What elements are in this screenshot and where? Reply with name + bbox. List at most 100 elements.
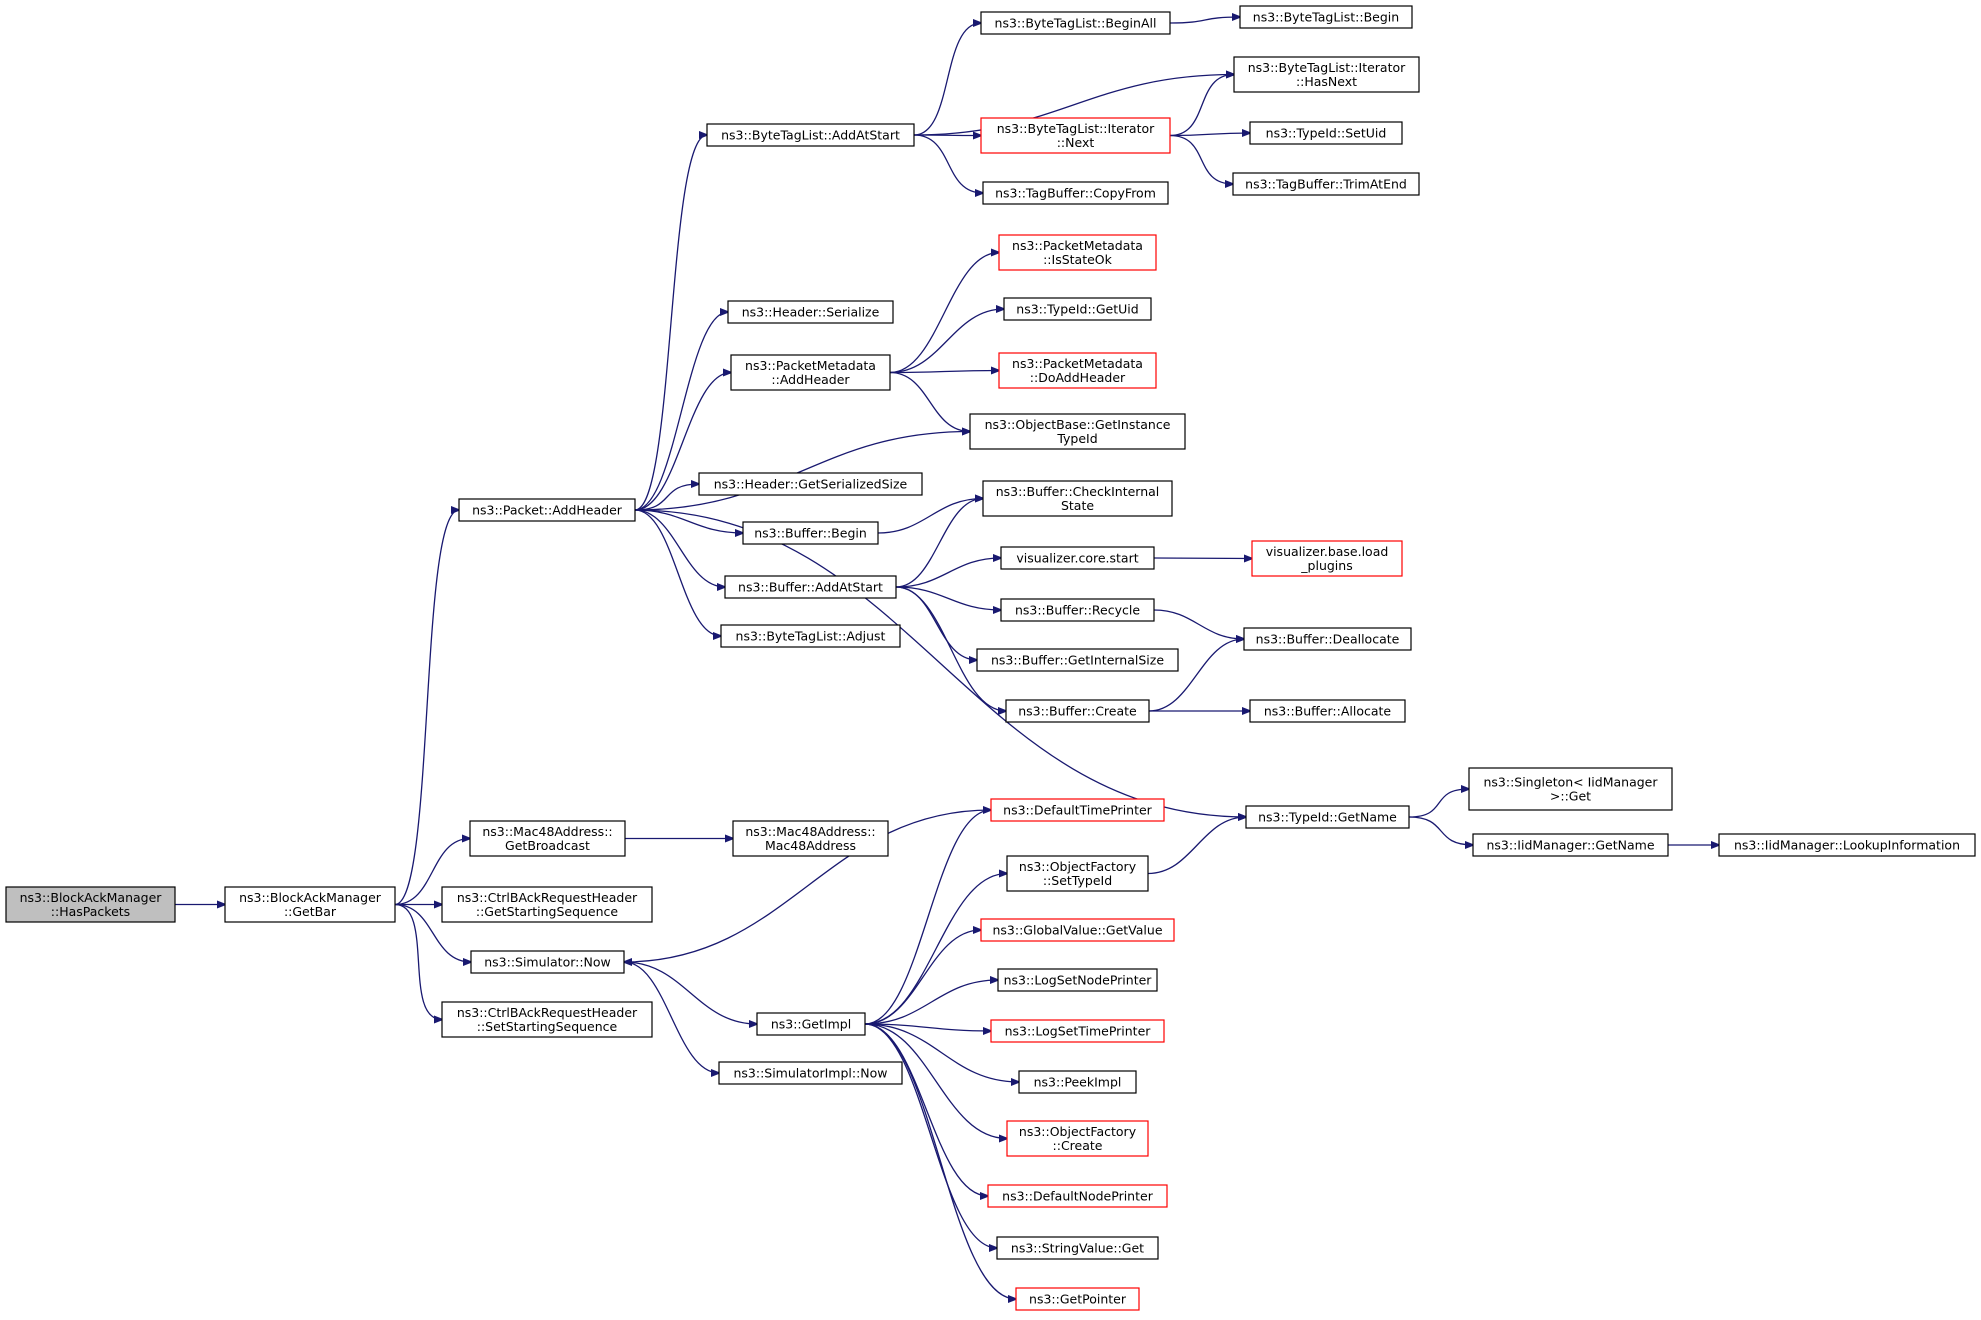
node-box-ctrlGetStart[interactable] [441,886,653,923]
node-bufferAllocate[interactable]: ns3::Buffer::Allocate [1249,699,1406,723]
node-bufferBegin[interactable]: ns3::Buffer::Begin [742,521,879,545]
node-box-logSetNode[interactable] [997,968,1158,992]
node-box-btlBeginAll[interactable] [980,11,1171,35]
node-box-ctrlSetStart[interactable] [441,1001,653,1038]
node-box-svGet[interactable] [996,1236,1159,1260]
node-box-getBar[interactable] [224,886,396,923]
node-tagCopyFrom[interactable]: ns3::TagBuffer::CopyFrom [982,181,1169,205]
node-box-packetAddHeader[interactable] [458,498,636,522]
node-hasPackets[interactable]: ns3::BlockAckManager::HasPackets [5,886,176,923]
node-tagTrimAtEnd[interactable]: ns3::TagBuffer::TrimAtEnd [1232,172,1420,196]
node-box-ofCreate[interactable] [1006,1120,1149,1157]
node-getPointer[interactable]: ns3::GetPointer [1015,1287,1140,1311]
node-box-logSetTime[interactable] [990,1019,1165,1043]
node-box-simNow[interactable] [470,950,625,974]
node-btlIterHasNext[interactable]: ns3::ByteTagList::Iterator::HasNext [1233,56,1420,93]
node-box-btlIterHasNext[interactable] [1233,56,1420,93]
node-box-btlBegin[interactable] [1239,5,1413,29]
node-getImpl[interactable]: ns3::GetImpl [756,1012,866,1036]
node-box-bufferCreate[interactable] [1005,699,1150,723]
node-box-pmIsStateOk[interactable] [998,234,1157,271]
node-box-btlIterNext[interactable] [980,117,1171,154]
node-defaultNodePrinter[interactable]: ns3::DefaultNodePrinter [987,1184,1168,1208]
node-typeGetName[interactable]: ns3::TypeId::GetName [1245,805,1410,829]
node-ofCreate[interactable]: ns3::ObjectFactory::Create [1006,1120,1149,1157]
node-box-peekImpl[interactable] [1018,1070,1137,1094]
node-box-bufferAllocate[interactable] [1249,699,1406,723]
node-btlAdjust[interactable]: ns3::ByteTagList::Adjust [720,624,901,648]
node-box-singletonGet[interactable] [1468,767,1673,811]
node-headerGetSize[interactable]: ns3::Header::GetSerializedSize [698,472,923,496]
node-ctrlGetStart[interactable]: ns3::CtrlBAckRequestHeader::GetStartingS… [441,886,653,923]
node-box-bufferDeallocate[interactable] [1243,627,1412,651]
node-box-typeSetUid[interactable] [1249,121,1403,145]
node-pmIsStateOk[interactable]: ns3::PacketMetadata::IsStateOk [998,234,1157,271]
node-ofSetTypeId[interactable]: ns3::ObjectFactory::SetTypeId [1006,855,1149,892]
node-iidLookup[interactable]: ns3::IidManager::LookupInformation [1718,833,1976,857]
node-box-macGetBroadcast[interactable] [469,820,626,857]
node-macGetBroadcast[interactable]: ns3::Mac48Address::GetBroadcast [469,820,626,857]
node-box-headerSerialize[interactable] [727,300,894,324]
node-pmAddHeader[interactable]: ns3::PacketMetadata::AddHeader [730,354,891,391]
node-ctrlSetStart[interactable]: ns3::CtrlBAckRequestHeader::SetStartingS… [441,1001,653,1038]
node-box-vizLoadPlugins[interactable] [1251,540,1403,577]
node-box-bufferRecycle[interactable] [1000,598,1155,622]
node-box-iidGetName[interactable] [1472,833,1669,857]
node-box-typeGetUid[interactable] [1003,297,1152,321]
node-box-defaultNodePrinter[interactable] [987,1184,1168,1208]
node-box-btlAdjust[interactable] [720,624,901,648]
node-box-tagCopyFrom[interactable] [982,181,1169,205]
node-defaultTimePrinter[interactable]: ns3::DefaultTimePrinter [990,798,1165,822]
node-bufferRecycle[interactable]: ns3::Buffer::Recycle [1000,598,1155,622]
node-simNow[interactable]: ns3::Simulator::Now [470,950,625,974]
node-box-vizStart[interactable] [1000,546,1155,570]
node-btlBegin[interactable]: ns3::ByteTagList::Begin [1239,5,1413,29]
node-box-bufferGetInternal[interactable] [976,648,1179,672]
node-bufferDeallocate[interactable]: ns3::Buffer::Deallocate [1243,627,1412,651]
node-simImplNow[interactable]: ns3::SimulatorImpl::Now [718,1061,903,1085]
node-peekImpl[interactable]: ns3::PeekImpl [1018,1070,1137,1094]
node-logSetTime[interactable]: ns3::LogSetTimePrinter [990,1019,1165,1043]
node-box-getPointer[interactable] [1015,1287,1140,1311]
node-btlAddAtStart[interactable]: ns3::ByteTagList::AddAtStart [706,123,915,147]
node-box-ofSetTypeId[interactable] [1006,855,1149,892]
node-box-pmAddHeader[interactable] [730,354,891,391]
node-gvGetValue[interactable]: ns3::GlobalValue::GetValue [980,918,1175,942]
node-box-bufferCheck[interactable] [982,480,1173,517]
node-box-objGetInstance[interactable] [969,413,1186,450]
node-pmDoAddHeader[interactable]: ns3::PacketMetadata::DoAddHeader [998,352,1157,389]
node-bufferAddAtStart[interactable]: ns3::Buffer::AddAtStart [724,575,897,599]
node-typeSetUid[interactable]: ns3::TypeId::SetUid [1249,121,1403,145]
node-box-iidLookup[interactable] [1718,833,1976,857]
node-iidGetName[interactable]: ns3::IidManager::GetName [1472,833,1669,857]
node-box-macMac48[interactable] [732,820,889,857]
node-box-headerGetSize[interactable] [698,472,923,496]
node-bufferGetInternal[interactable]: ns3::Buffer::GetInternalSize [976,648,1179,672]
node-typeGetUid[interactable]: ns3::TypeId::GetUid [1003,297,1152,321]
node-box-btlAddAtStart[interactable] [706,123,915,147]
node-vizStart[interactable]: visualizer.core.start [1000,546,1155,570]
node-box-hasPackets[interactable] [5,886,176,923]
node-box-defaultTimePrinter[interactable] [990,798,1165,822]
node-singletonGet[interactable]: ns3::Singleton< IidManager>::Get [1468,767,1673,811]
node-getBar[interactable]: ns3::BlockAckManager::GetBar [224,886,396,923]
node-btlIterNext[interactable]: ns3::ByteTagList::Iterator::Next [980,117,1171,154]
node-box-gvGetValue[interactable] [980,918,1175,942]
node-logSetNode[interactable]: ns3::LogSetNodePrinter [997,968,1158,992]
node-box-tagTrimAtEnd[interactable] [1232,172,1420,196]
node-packetAddHeader[interactable]: ns3::Packet::AddHeader [458,498,636,522]
node-vizLoadPlugins[interactable]: visualizer.base.load_plugins [1251,540,1403,577]
node-btlBeginAll[interactable]: ns3::ByteTagList::BeginAll [980,11,1171,35]
node-headerSerialize[interactable]: ns3::Header::Serialize [727,300,894,324]
node-box-simImplNow[interactable] [718,1061,903,1085]
node-macMac48[interactable]: ns3::Mac48Address::Mac48Address [732,820,889,857]
node-box-bufferBegin[interactable] [742,521,879,545]
node-bufferCreate[interactable]: ns3::Buffer::Create [1005,699,1150,723]
node-box-bufferAddAtStart[interactable] [724,575,897,599]
node-box-typeGetName[interactable] [1245,805,1410,829]
node-box-pmDoAddHeader[interactable] [998,352,1157,389]
node-box-getImpl[interactable] [756,1012,866,1036]
node-svGet[interactable]: ns3::StringValue::Get [996,1236,1159,1260]
